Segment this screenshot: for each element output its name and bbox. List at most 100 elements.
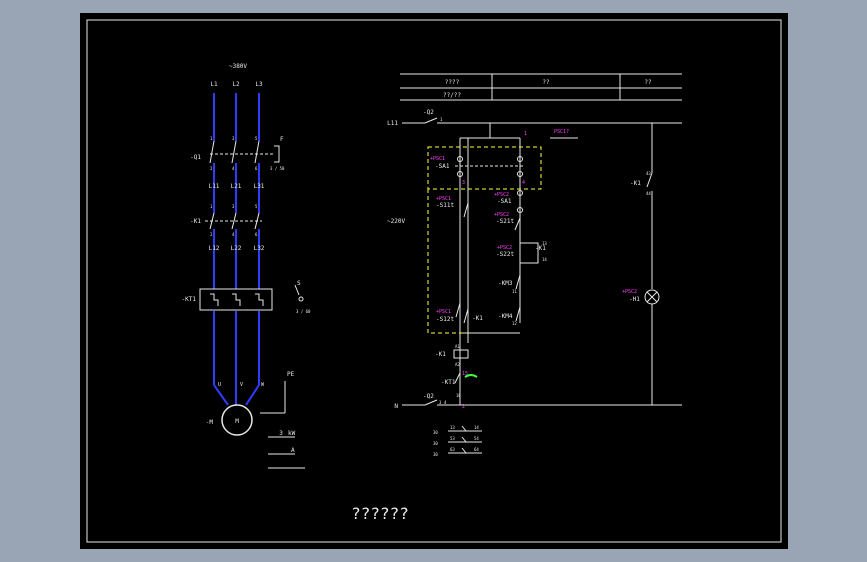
k1-pin-2: 2 (210, 232, 213, 237)
q1-pin-6: 6 (255, 166, 258, 171)
legend-row1-a: 30 (433, 430, 438, 435)
drawing-sheet: ~380V L1 L2 L3 -Q1 F 3 / 50 1 3 5 2 4 6 (80, 13, 788, 549)
sa1-mid-label: -SA1 (497, 198, 512, 205)
rating-lines (268, 436, 305, 469)
legend-row3-c: 64 (474, 447, 479, 452)
power-value: 3 (279, 430, 283, 437)
q2-bottom-label: -Q2 (423, 393, 434, 400)
node-4: 4 (522, 180, 525, 186)
s22t-label: -S22t (496, 251, 514, 258)
pin-a2: A2 (455, 362, 460, 367)
kt1-control-label: -KT1 (441, 379, 456, 386)
motor-symbol (221, 404, 253, 436)
psc2-tag-lamp: +PSC2 (622, 289, 637, 295)
q1-label: -Q1 (190, 154, 201, 161)
rail-l11-label: L11 (387, 120, 398, 127)
psc1-tag-3: +PSC1 (436, 309, 451, 315)
pin-14: 14 (542, 257, 547, 262)
pin-43: 43 (646, 171, 651, 176)
pin-numbers: 1 3 4 A2 A1 43 44 13 14 16 11 12 (439, 117, 651, 405)
s21t-label: -S21t (496, 218, 514, 225)
rail-n-label: N (394, 403, 398, 410)
q1-pin-1: 1 (210, 136, 213, 141)
q2-top-label: -Q2 (423, 109, 434, 116)
k1-coil-label: -K1 (435, 351, 446, 358)
motor-label: -M (206, 419, 214, 426)
wire-l22: L22 (231, 245, 242, 252)
title-block-h1: ???? (445, 79, 460, 86)
psc1-title: PSC1? (554, 129, 569, 135)
supply-voltage-label: ~380V (229, 63, 247, 70)
schematic-canvas: ~380V L1 L2 L3 -Q1 F 3 / 50 1 3 5 2 4 6 (86, 19, 782, 543)
k1-pin-4: 4 (232, 232, 235, 237)
q1-pin-5: 5 (255, 136, 258, 141)
phase-label-l3: L3 (255, 81, 263, 88)
power-circuit: ~380V L1 L2 L3 -Q1 F 3 / 50 1 3 5 2 4 6 (182, 63, 311, 469)
pin-11: 11 (512, 289, 517, 294)
q1-pin-2: 2 (210, 166, 213, 171)
psc-markers: PSC1? +PSC1 +PSC1 +PSC1 +PSC2 +PSC2 +PSC… (430, 129, 637, 410)
legend-row3-a: 30 (433, 452, 438, 457)
pin-q2-4: 4 (444, 400, 447, 405)
title-block-h2: ?? (542, 79, 550, 86)
wire-l21: L21 (231, 183, 242, 190)
k1-right-label: -K1 (535, 245, 546, 252)
pin-16: 16 (456, 393, 461, 398)
title-block-r1: ??/?? (443, 92, 461, 99)
k1-lamp-contact-label: -K1 (630, 180, 641, 187)
node-3: 3 (462, 180, 465, 186)
k1-contact-label: -K1 (472, 315, 483, 322)
pin-q2-1: 1 (440, 117, 443, 122)
node-15: 15 (462, 371, 468, 377)
phase-wires (213, 93, 260, 406)
control-circuit (402, 117, 682, 406)
pe-conductor (260, 381, 286, 414)
title-block (400, 73, 682, 101)
q1-pin-3: 3 (232, 136, 235, 141)
legend-row2-b: 53 (450, 436, 455, 441)
legend-row2-c: 54 (474, 436, 479, 441)
power-unit: kW (288, 430, 296, 437)
phase-label-l2: L2 (232, 81, 240, 88)
contact-legend-lines (448, 425, 482, 454)
wire-l12: L12 (209, 245, 220, 252)
k1-pin-1: 1 (210, 204, 213, 209)
term-w: W (261, 382, 265, 388)
s-tag: S (297, 280, 301, 287)
s-symbol (294, 284, 304, 302)
psc2-tag-3: +PSC2 (497, 245, 512, 251)
k1-pin-6: 6 (255, 232, 258, 237)
q1-breaker (209, 140, 280, 164)
sa1-label: -SA1 (435, 163, 450, 170)
node-1: 1 (524, 131, 527, 137)
kt1-label: -KT1 (182, 296, 197, 303)
drawing-title: ?????? (351, 504, 409, 523)
psc2-tag-1: +PSC2 (494, 192, 509, 198)
current-unit: A (291, 447, 295, 454)
motor-letter: M (235, 418, 239, 425)
f-tag: F (280, 136, 284, 143)
legend-row2-a: 30 (433, 441, 438, 446)
phase-label-l1: L1 (210, 81, 218, 88)
pe-label: PE (287, 371, 295, 378)
wire-l31: L31 (254, 183, 265, 190)
green-marker (464, 374, 478, 378)
km4-label: -KM4 (498, 313, 513, 320)
psc1-tag-2: +PSC1 (436, 196, 451, 202)
wire-l11: L11 (209, 183, 220, 190)
control-voltage-label: ~220V (387, 218, 405, 225)
wire-l32: L32 (254, 245, 265, 252)
legend-row3-b: 63 (450, 447, 455, 452)
legend-row1-b: 13 (450, 425, 455, 430)
pin-13: 13 (542, 241, 547, 246)
km3-label: -KM3 (498, 280, 513, 287)
k1-contactor (205, 212, 262, 230)
node-2: 2 (462, 404, 465, 410)
pin-a1: A1 (455, 344, 460, 349)
s11t-label: -S11t (436, 202, 454, 209)
h1-label: -H1 (629, 296, 640, 303)
f-sub: 3 / 50 (270, 166, 285, 171)
legend-row1-c: 14 (474, 425, 479, 430)
k1-pin-3: 3 (232, 204, 235, 209)
term-u: U (218, 382, 221, 388)
